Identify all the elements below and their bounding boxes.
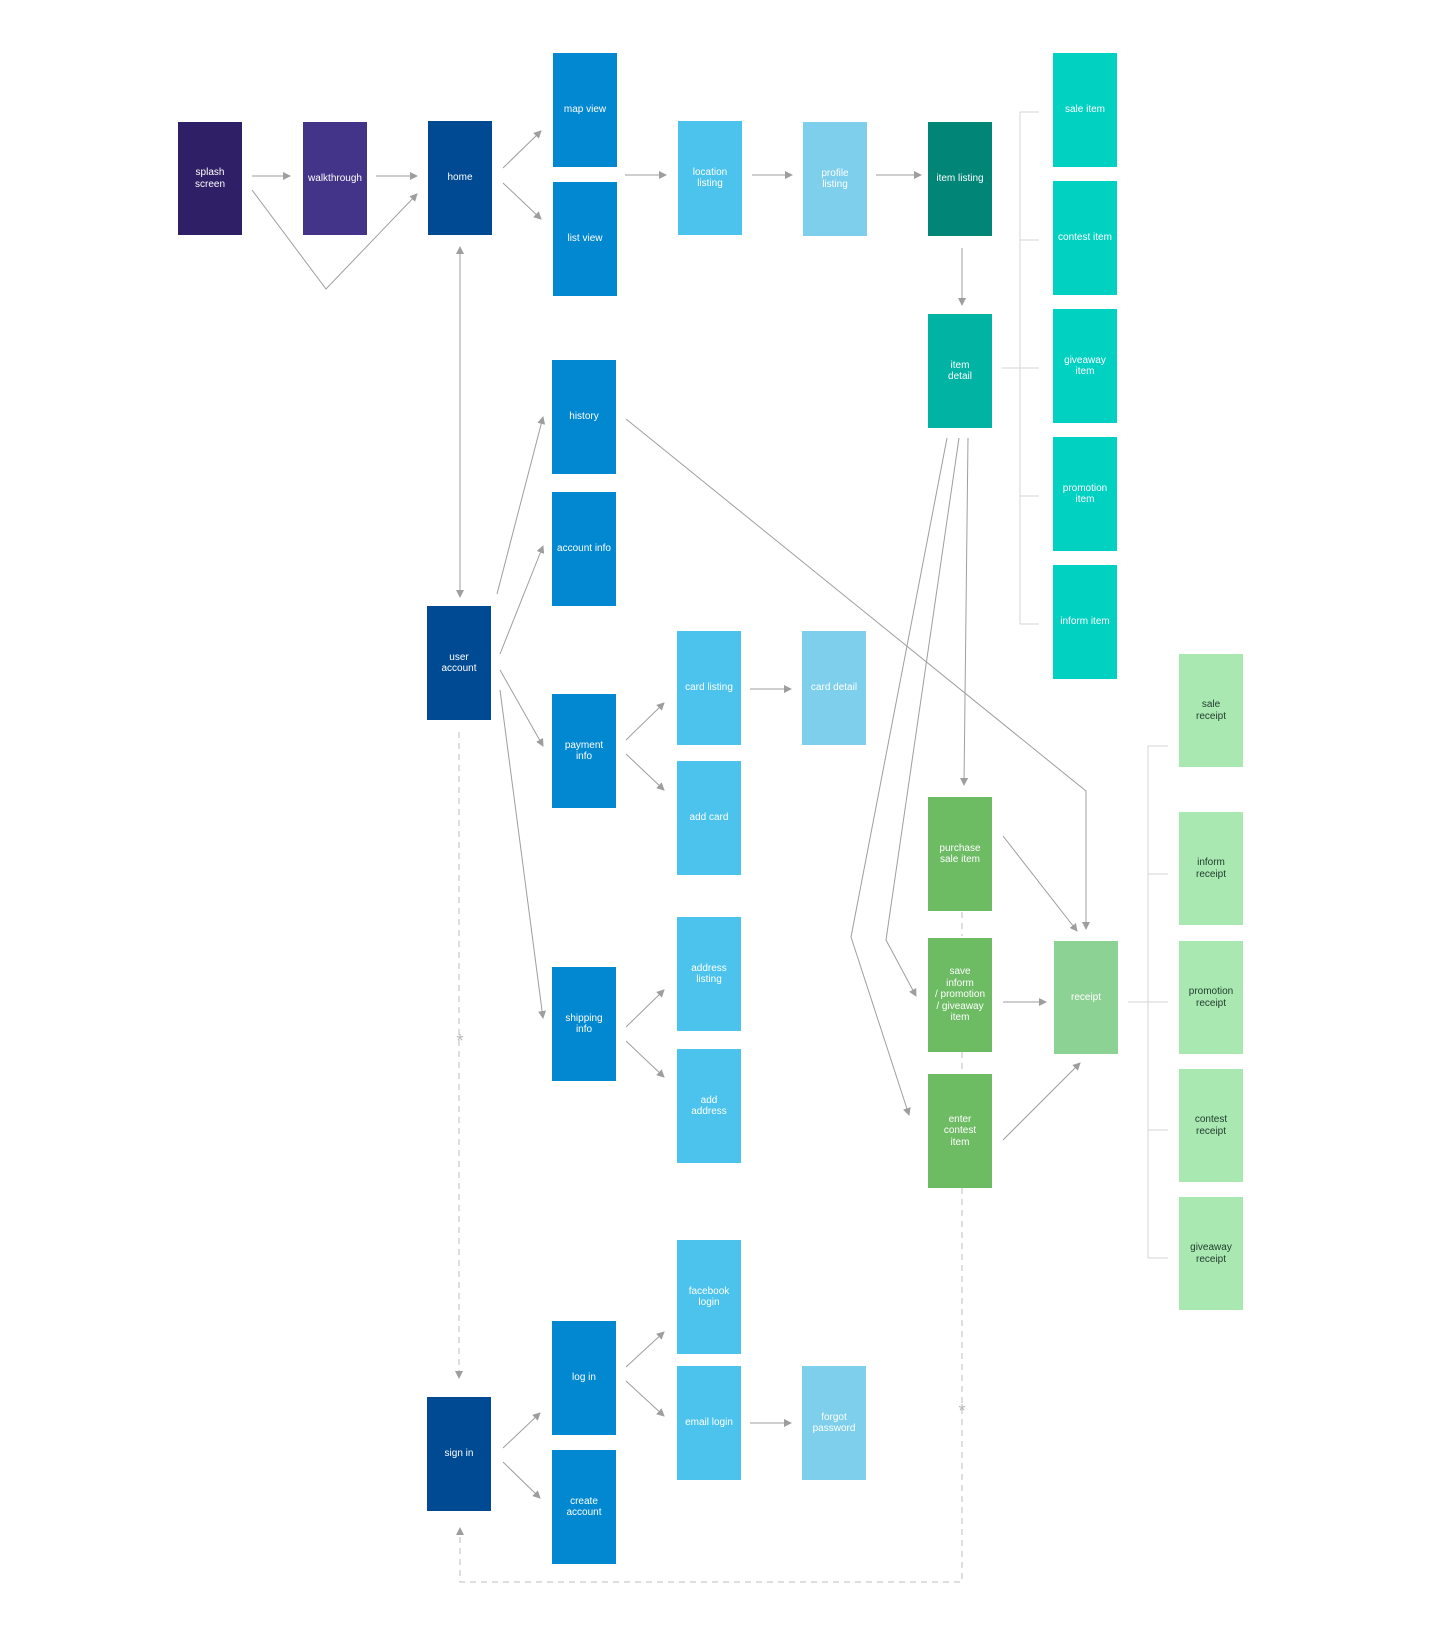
arrow-splash-skip-to-home bbox=[251, 189, 418, 290]
user-account-node[interactable]: user account bbox=[427, 606, 491, 720]
arrow-user-to-payment-info bbox=[499, 669, 544, 747]
giveaway-item-node[interactable]: giveaway item bbox=[1053, 309, 1117, 423]
giveaway-receipt-node[interactable]: giveaway receipt bbox=[1179, 1197, 1243, 1310]
arrow-detail-to-contest bbox=[850, 437, 948, 1116]
sale-receipt-node[interactable]: sale receipt bbox=[1179, 654, 1243, 767]
arrow-contest-to-receipt bbox=[1002, 1062, 1081, 1141]
item-listing-node[interactable]: item listing bbox=[928, 122, 992, 236]
arrow-sign-in-to-log-in bbox=[502, 1412, 541, 1449]
bracket-item-types bbox=[1002, 111, 1039, 625]
arrow-user-to-account-info bbox=[499, 545, 545, 655]
location-listing-node[interactable]: location listing bbox=[678, 121, 742, 235]
receipt-node[interactable]: receipt bbox=[1054, 941, 1118, 1054]
facebook-login-node[interactable]: facebook login bbox=[677, 1240, 741, 1354]
map-view-node[interactable]: map view bbox=[553, 53, 617, 167]
forgot-password-node[interactable]: forgot password bbox=[802, 1366, 866, 1480]
arrow-payment-to-add-card bbox=[625, 753, 665, 791]
sale-item-node[interactable]: sale item bbox=[1053, 53, 1117, 167]
arrow-payment-to-card-listing bbox=[625, 702, 665, 741]
log-in-node[interactable]: log in bbox=[552, 1321, 616, 1435]
arrow-history-to-receipt bbox=[625, 418, 1090, 930]
profile-listing-node[interactable]: profile listing bbox=[803, 122, 867, 236]
account-info-node[interactable]: account info bbox=[552, 492, 616, 606]
arrow-user-to-shipping-info bbox=[499, 689, 547, 1019]
arrow-log-in-to-email bbox=[625, 1380, 665, 1417]
shipping-info-node[interactable]: shipping info bbox=[552, 967, 616, 1081]
payment-info-node[interactable]: payment info bbox=[552, 694, 616, 808]
add-address-node[interactable]: add address bbox=[677, 1049, 741, 1163]
address-listing-node[interactable]: address listing bbox=[677, 917, 741, 1031]
history-node[interactable]: history bbox=[552, 360, 616, 474]
purchase-sale-item-node[interactable]: purchase sale item bbox=[928, 797, 992, 911]
inform-receipt-node[interactable]: inform receipt bbox=[1179, 812, 1243, 925]
list-view-node[interactable]: list view bbox=[553, 182, 617, 296]
enter-contest-item-node[interactable]: enter contest item bbox=[928, 1074, 992, 1188]
promotion-item-node[interactable]: promotion item bbox=[1053, 437, 1117, 551]
arrow-log-in-to-facebook bbox=[625, 1331, 665, 1368]
item-detail-node[interactable]: item detail bbox=[928, 314, 992, 428]
home-node[interactable]: home bbox=[428, 121, 492, 235]
contest-item-node[interactable]: contest item bbox=[1053, 181, 1117, 295]
arrow-shipping-to-address-listing bbox=[625, 989, 665, 1028]
add-card-node[interactable]: add card bbox=[677, 761, 741, 875]
arrow-sign-in-to-create-account bbox=[502, 1461, 541, 1499]
arrow-detail-to-save bbox=[885, 437, 960, 997]
arrow-purchase-to-receipt bbox=[1002, 835, 1078, 932]
card-detail-node[interactable]: card detail bbox=[802, 631, 866, 745]
arrow-shipping-to-add-address bbox=[625, 1040, 665, 1078]
create-account-node[interactable]: create account bbox=[552, 1450, 616, 1564]
walkthrough-node[interactable]: walkthrough bbox=[303, 122, 367, 235]
splash-screen-node[interactable]: splash screen bbox=[178, 122, 242, 235]
contest-receipt-node[interactable]: contest receipt bbox=[1179, 1069, 1243, 1182]
bracket-receipt-types bbox=[1128, 745, 1168, 1259]
arrow-user-to-history bbox=[496, 416, 546, 595]
inform-item-node[interactable]: inform item bbox=[1053, 565, 1117, 679]
email-login-node[interactable]: email login bbox=[677, 1366, 741, 1480]
auth-marker-right: * bbox=[958, 1401, 966, 1421]
promotion-receipt-node[interactable]: promotion receipt bbox=[1179, 941, 1243, 1054]
arrow-home-to-map-view bbox=[502, 130, 542, 169]
card-listing-node[interactable]: card listing bbox=[677, 631, 741, 745]
save-item-node[interactable]: save inform / promotion / giveaway item bbox=[928, 938, 992, 1052]
sign-in-node[interactable]: sign in bbox=[427, 1397, 491, 1511]
auth-marker-left: * bbox=[456, 1031, 464, 1051]
arrow-home-to-list-view bbox=[502, 182, 542, 220]
arrow-detail-to-purchase bbox=[960, 437, 969, 786]
